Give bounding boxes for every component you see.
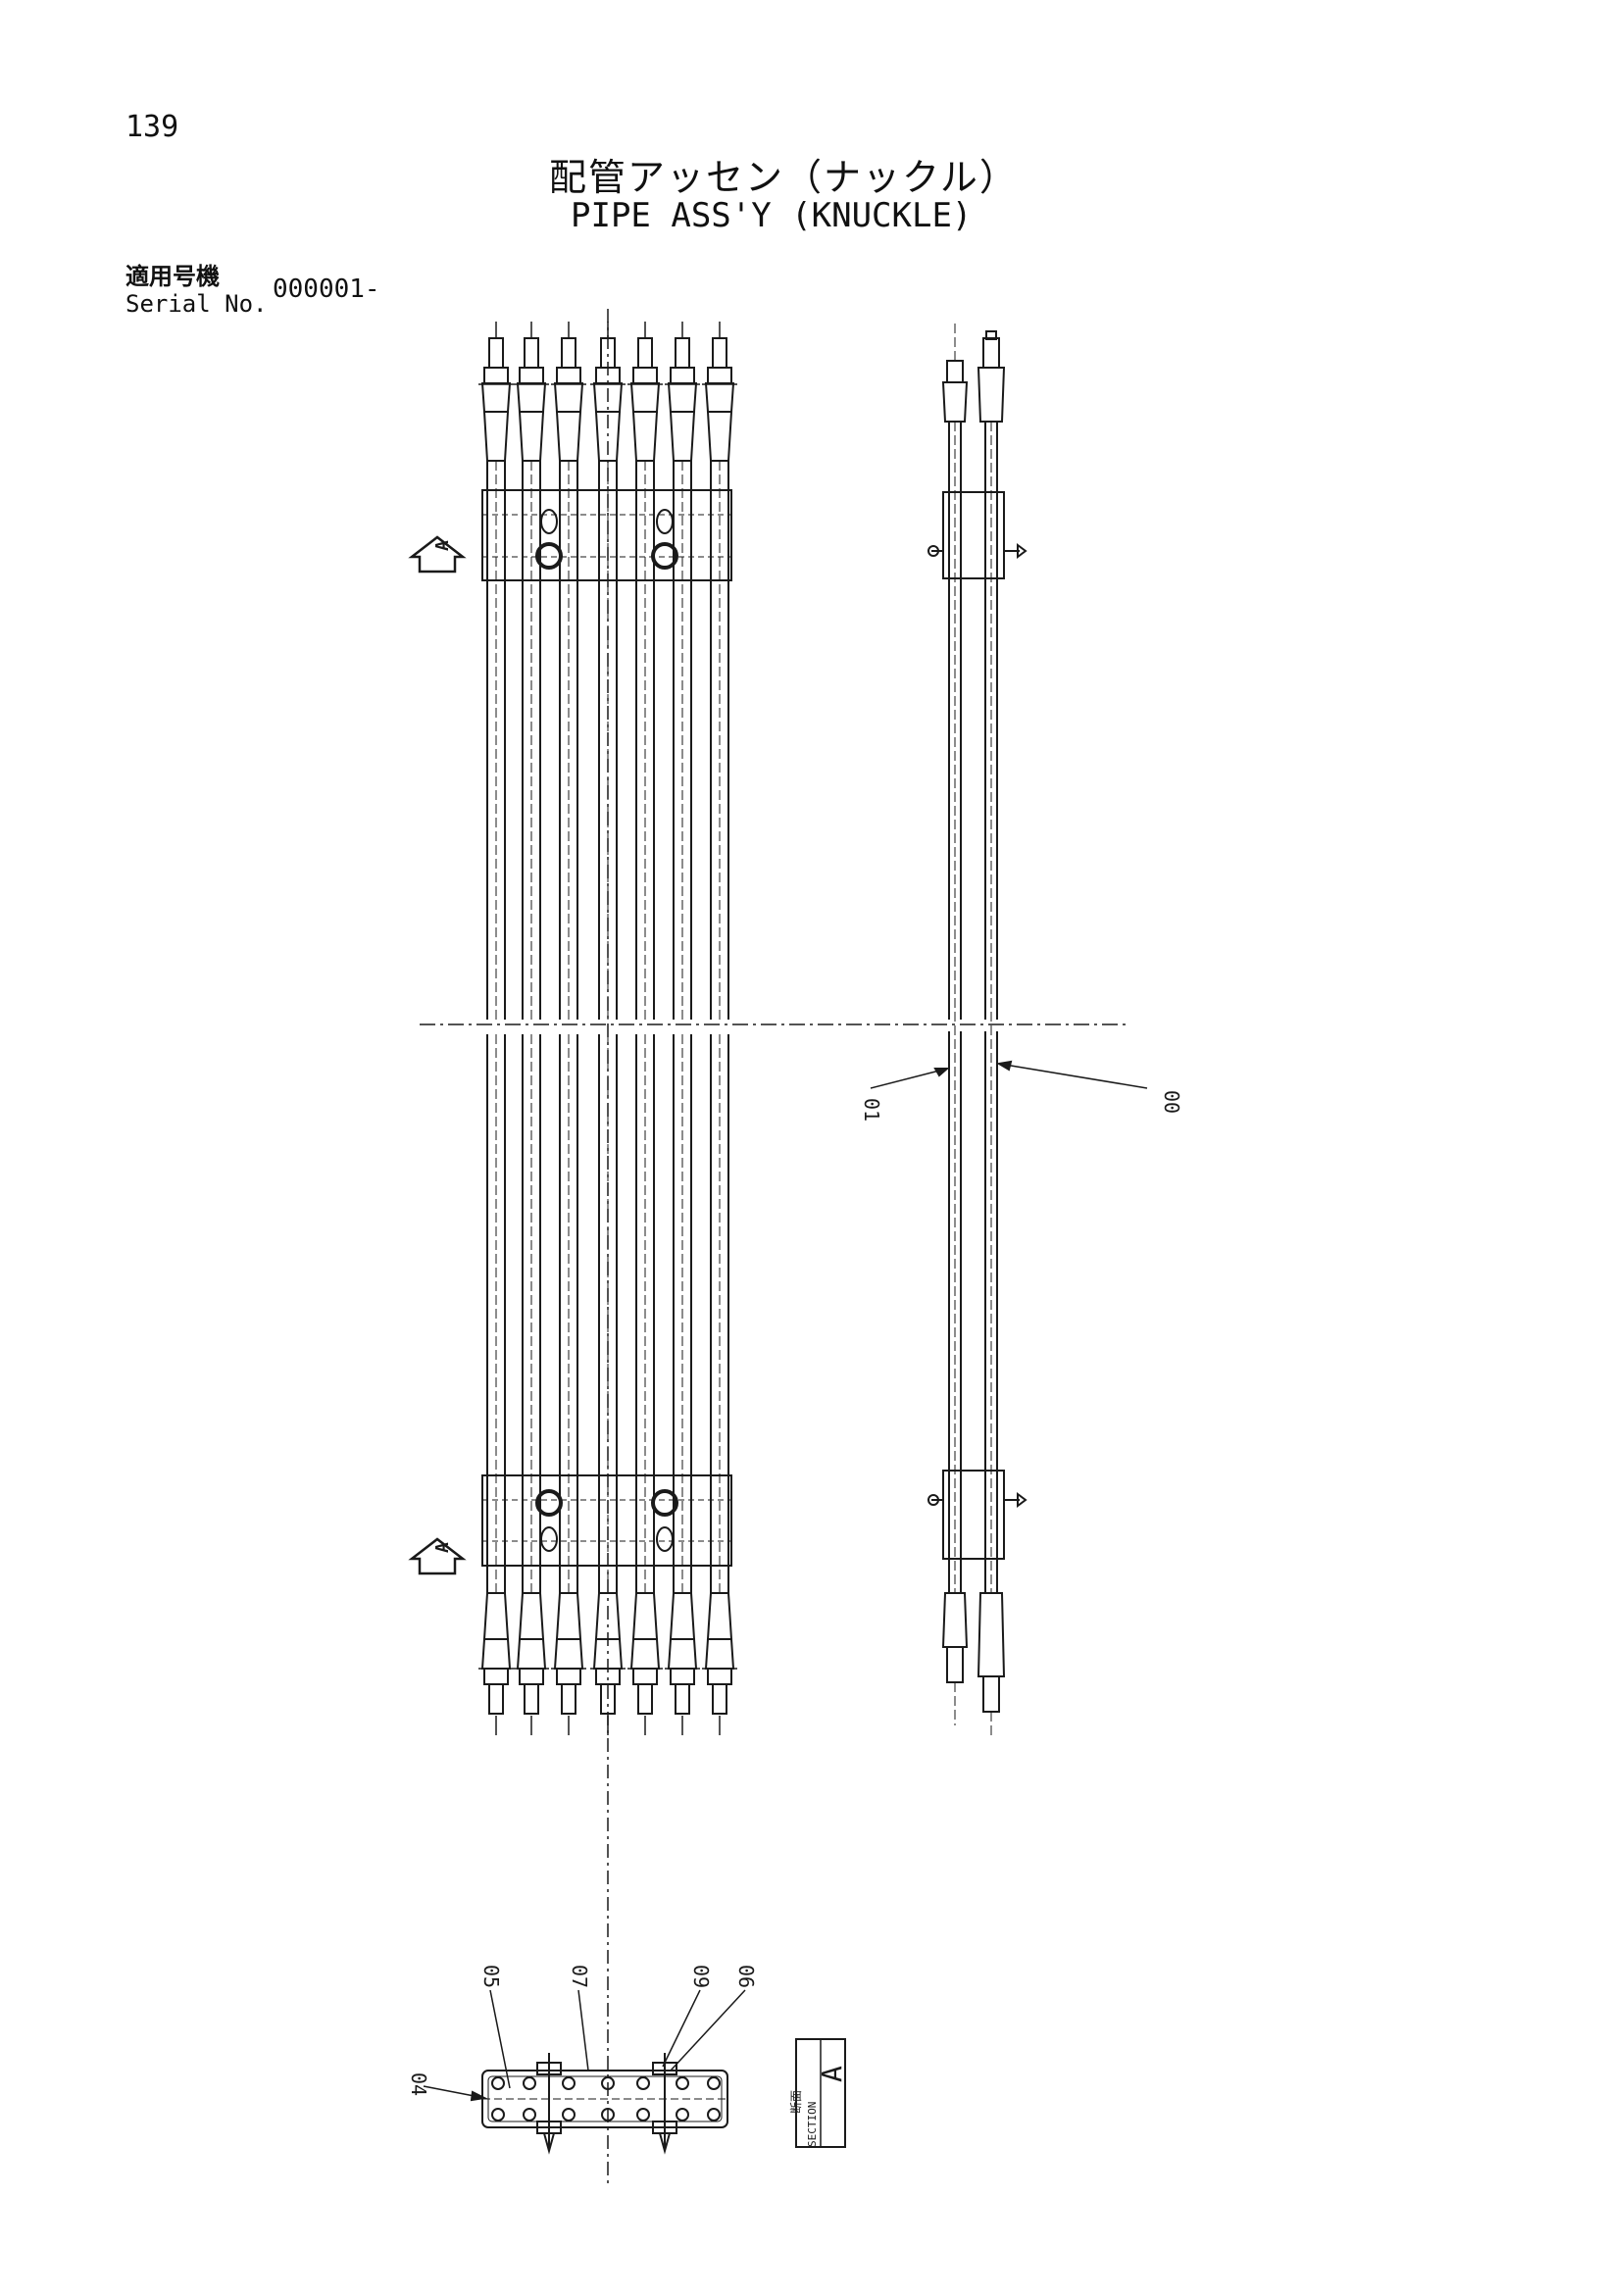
section-a-view bbox=[481, 2053, 728, 2155]
callout-01: 01 bbox=[860, 1098, 883, 1122]
section-label-en: SECTION bbox=[806, 2102, 819, 2147]
upper-slot-right bbox=[656, 509, 674, 534]
callout-04: 04 bbox=[407, 2072, 430, 2096]
callout-07: 07 bbox=[568, 1965, 591, 1988]
lower-bolt-left bbox=[535, 1489, 563, 1517]
section-label-letter: A bbox=[816, 2066, 848, 2082]
page-number: 139 bbox=[125, 110, 179, 144]
section-label-jp: 断面 bbox=[788, 2090, 803, 2114]
callout-06: 06 bbox=[734, 1965, 758, 1988]
serial-label-japanese: 適用号機 bbox=[125, 263, 220, 290]
title-japanese: 配管アッセン（ナックル） bbox=[549, 156, 1019, 199]
pipe-4 bbox=[590, 322, 626, 1735]
view-arrow-bottom-label: A bbox=[432, 1542, 453, 1553]
serial-label-english: Serial No. bbox=[125, 290, 268, 318]
pipe-2 bbox=[514, 322, 549, 1735]
upper-bolt-right bbox=[651, 542, 678, 570]
lower-bolt-right bbox=[651, 1489, 678, 1517]
pipe-5 bbox=[627, 322, 663, 1735]
leader-01 bbox=[870, 1068, 948, 1089]
upper-clamp-block bbox=[481, 489, 732, 581]
upper-bolt-left bbox=[535, 542, 563, 570]
lower-clamp-block bbox=[481, 1474, 732, 1567]
pipe-3 bbox=[551, 322, 586, 1735]
side-view bbox=[927, 324, 1027, 1735]
lower-slot-right bbox=[656, 1526, 674, 1552]
view-arrow-top bbox=[408, 535, 467, 574]
upper-slot-left bbox=[540, 509, 558, 534]
callout-05: 05 bbox=[479, 1965, 503, 1988]
leader-00 bbox=[998, 1063, 1148, 1089]
pipe-1 bbox=[478, 322, 514, 1735]
serial-number-value: 000001- bbox=[273, 275, 380, 304]
view-arrow-top-label: A bbox=[432, 540, 453, 551]
callout-09: 09 bbox=[689, 1965, 713, 1988]
callout-00: 00 bbox=[1160, 1090, 1183, 1114]
pipe-6 bbox=[665, 322, 700, 1735]
lower-slot-left bbox=[540, 1526, 558, 1552]
title-english: PIPE ASS'Y (KNUCKLE) bbox=[571, 196, 973, 235]
view-arrow-bottom bbox=[408, 1537, 467, 1575]
